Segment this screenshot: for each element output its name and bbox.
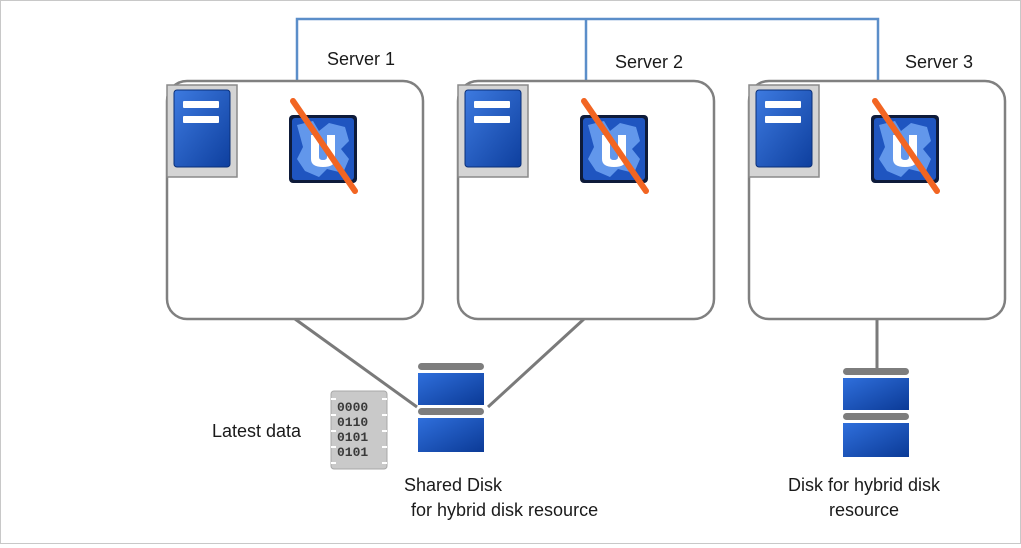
server-tower-icon <box>457 84 529 178</box>
binary-data-icon: 0000 0110 0101 0101 <box>330 390 388 470</box>
server-2-label: Server 2 <box>615 52 683 72</box>
shared-disk-label-line1: Shared Disk <box>404 475 503 495</box>
server-1-label: Server 1 <box>327 49 395 69</box>
server-tower-icon <box>748 84 820 178</box>
server-1: Server 1 <box>165 49 425 321</box>
shared-disk-label-line2: for hybrid disk resource <box>406 500 598 520</box>
binary-row-1: 0000 <box>337 400 368 415</box>
disk-connection-lines <box>294 317 879 409</box>
server-3: Server 3 <box>747 52 1007 321</box>
server-2: Server 2 <box>456 52 716 321</box>
hybrid-disk-label-line1: Disk for hybrid disk <box>788 475 941 495</box>
binary-row-3: 0101 <box>337 430 368 445</box>
network-lines <box>295 17 880 81</box>
server-tower-icon <box>166 84 238 178</box>
hybrid-disk-label-line2: resource <box>829 500 899 520</box>
latest-data-label: Latest data <box>212 421 302 441</box>
shared-disk-icon <box>418 363 484 452</box>
binary-row-2: 0110 <box>337 415 368 430</box>
hybrid-disk-icon <box>843 368 909 457</box>
binary-row-4: 0101 <box>337 445 368 460</box>
server-3-label: Server 3 <box>905 52 973 72</box>
